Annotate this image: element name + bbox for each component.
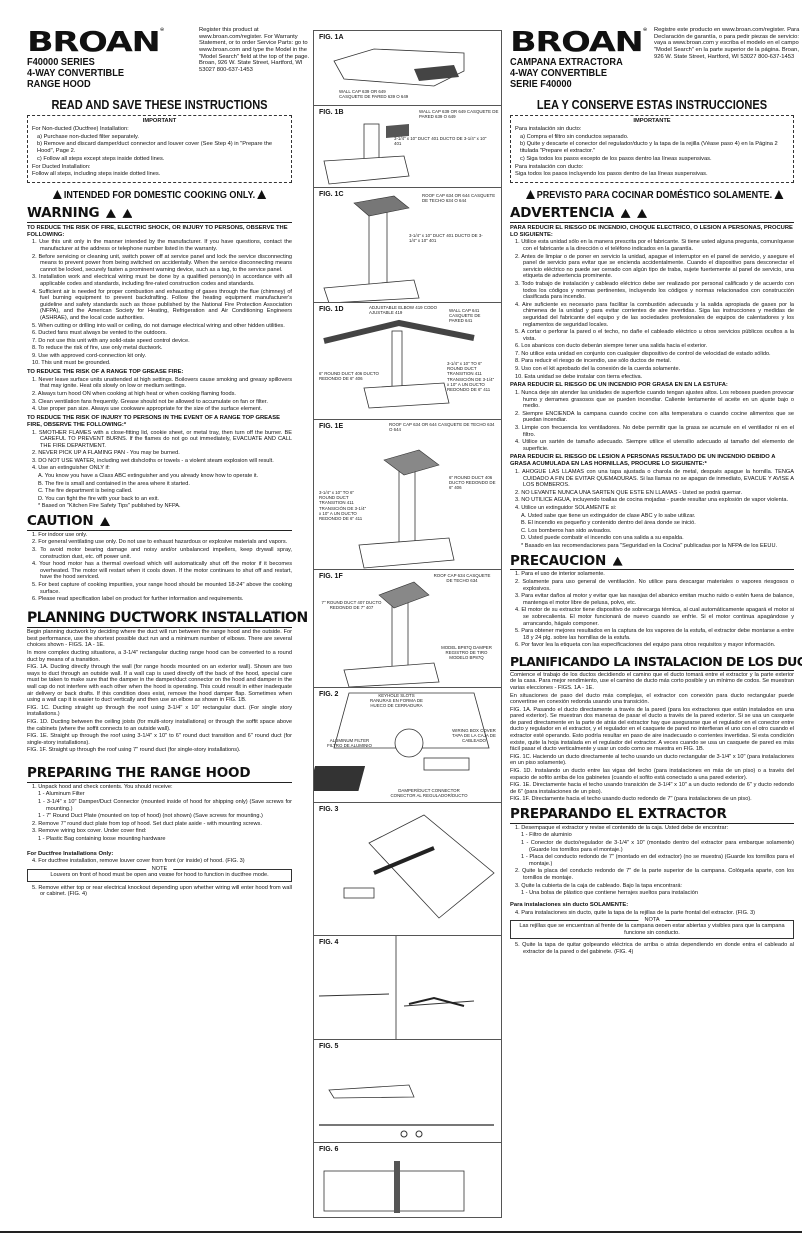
important-box: IMPORTANT For Non-ducted (Ductfree) Inst… <box>27 115 292 184</box>
injury-list-es: 1. AHOGUE LAS LLAMAS con una tapa ajusta… <box>515 469 794 550</box>
subheading: PARA REDUCIR EL RIESGO DE INCENDIO, CHOQ… <box>510 224 793 238</box>
grease-fire-list-es: 1. Nunca deje sin atender las unidades d… <box>515 390 794 452</box>
figure-4: FIG. 4 <box>313 935 502 1039</box>
subheading: TO REDUCE THE RISK OF INJURY TO PERSONS … <box>27 414 280 428</box>
caution-heading: CAUTION <box>27 514 292 531</box>
warning-list: 1. Use this unit only in the manner inte… <box>32 239 292 367</box>
figures-column: FIG. 1A WALL CAP 639 OR 649 CASQUETE DE … <box>313 30 502 1218</box>
figure-1f: FIG. 1F ROOF CAP 634 CASQUETE DE TECHO 6… <box>313 569 502 687</box>
warning-triangle-icon <box>526 190 535 200</box>
subheading: PARA REDUCIR EL RIESGO DE LESION A PERSO… <box>510 454 776 468</box>
bottom-rule <box>0 1231 802 1233</box>
domestic-notice-es: PREVISTO PARA COCINAR DOMÉSTICO SOLAMENT… <box>524 190 783 202</box>
preparing-list: 1. Unpack hood and check contents. You s… <box>32 783 292 842</box>
figure-1e: FIG. 1E ROOF CAP 634 OR 644 CASQUETE DE … <box>313 419 502 569</box>
broan-logo-es: BROAN® <box>510 25 648 58</box>
figure-1b: FIG. 1B WALL CAP 639 OR 649 CASQUETE DE … <box>313 105 502 187</box>
planning-heading-es: PLANIFICANDO LA INSTALACION DE LOS DUCTO… <box>510 653 802 671</box>
warning-list-es: 1. Utilice esta unidad sólo en la manera… <box>515 239 794 380</box>
preparing-heading-es: PREPARANDO EL EXTRACTOR <box>510 807 794 824</box>
planning-text-es: Comience el trabajo de los ductos decidi… <box>510 671 794 803</box>
subheading: TO REDUCE THE RISK OF FIRE, ELECTRIC SHO… <box>27 224 288 238</box>
planning-heading: PLANNING DUCTWORK INSTALLATION <box>27 610 308 629</box>
figure-1d: FIG. 1D ADJUSTABLE ELBOW 419 CODO AJUSTA… <box>313 302 502 419</box>
read-save-heading: READ AND SAVE THESE INSTRUCTIONS <box>51 97 268 112</box>
preparing-heading: PREPARING THE RANGE HOOD <box>27 766 292 783</box>
read-save-heading-es: LEA Y CONSERVE ESTAS INSTRUCCIONES <box>536 97 768 112</box>
caution-triangle-icon <box>612 556 623 566</box>
wall-cap-hood-illustration <box>333 48 465 87</box>
figure-5: FIG. 5 <box>313 1039 502 1142</box>
fire-hazard-icon <box>122 208 133 218</box>
warning-triangle-icon <box>773 190 783 200</box>
grease-fire-list: 1. Never leave surface units unattended … <box>32 376 292 413</box>
warning-heading-es: ADVERTENCIA <box>510 205 794 223</box>
broan-logo: BROAN® <box>27 25 165 58</box>
planning-text: Begin planning ductwork by deciding wher… <box>27 629 292 754</box>
electric-hazard-icon <box>105 208 116 218</box>
caution-heading-es: PRECAUCION <box>510 553 794 571</box>
important-box-es: IMPORTANTE Para instalación sin ducto: a… <box>510 115 794 184</box>
figure-2: FIG. 2 KEYHOLE SLOTS RANURAS EN FORMA DE… <box>313 687 502 802</box>
figure-1c: FIG. 1C ROOF CAP 634 OR 644 CASQUETE DE … <box>313 187 502 302</box>
caution-list-es: 1. Para el uso de interior solamente.2. … <box>515 571 794 649</box>
figure-6: FIG. 6 <box>313 1142 502 1218</box>
register-info-es: Registre este producto en www.broan.com/… <box>654 27 800 60</box>
electric-hazard-icon <box>620 208 631 218</box>
caution-list: 1. For indoor use only.2. For general ve… <box>32 531 292 603</box>
figure-3: FIG. 3 <box>313 802 502 935</box>
caution-triangle-icon <box>100 517 111 527</box>
register-info: Register this product at www.broan.com/r… <box>199 27 310 73</box>
subheading: Para instalaciones sin ducto SOLAMENTE: <box>510 901 629 908</box>
figure-1a: FIG. 1A WALL CAP 639 OR 649 CASQUETE DE … <box>313 30 502 105</box>
warning-triangle-icon <box>256 190 266 200</box>
subheading: PARA REDUCIR EL RIESGO DE UN INCENDIO PO… <box>510 382 728 389</box>
subheading: For Ductfree Installations Only: <box>27 850 114 857</box>
injury-list: 1. SMOTHER FLAMES with a close-fitting l… <box>32 429 292 510</box>
domestic-notice: INTENDED FOR DOMESTIC COOKING ONLY. <box>40 190 279 202</box>
preparing-list-es: 1. Desempaque el extractor y revise el c… <box>515 824 794 897</box>
fire-hazard-icon <box>637 208 648 218</box>
warning-triangle-icon <box>53 190 63 200</box>
warning-heading: WARNING <box>27 205 292 223</box>
subheading: TO REDUCE THE RISK OF A RANGE TOP GREASE… <box>27 369 184 376</box>
